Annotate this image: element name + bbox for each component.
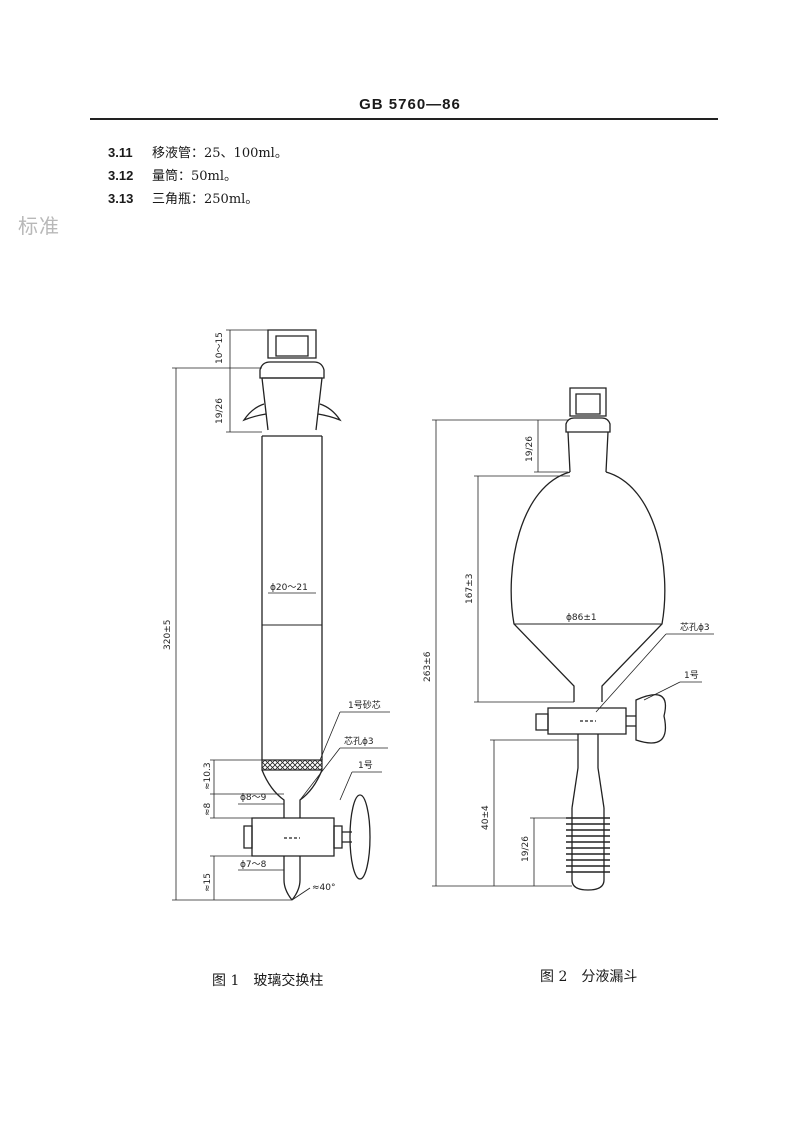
- item-number: 3.12: [108, 168, 134, 183]
- item-number: 3.13: [108, 191, 134, 206]
- dim-263: 263±6: [423, 651, 433, 682]
- dim-167: 167±3: [465, 574, 475, 604]
- figure1-column-drawing: [242, 329, 371, 901]
- standard-code: GB 5760—86: [359, 96, 461, 113]
- list-item: 3.11 移液管：25、100ml。: [108, 142, 288, 161]
- figure2-joint-hatch: [566, 817, 610, 873]
- dim-19-26-lower: 19/26: [521, 836, 531, 862]
- label-sand-core: 1号砂芯: [348, 699, 381, 711]
- dim-19-26: 19/26: [525, 436, 535, 462]
- label-bore: 芯孔ϕ3: [344, 735, 374, 747]
- list-item: 3.12 量筒：50ml。: [108, 165, 237, 184]
- list-item: 3.13 三角瓶：250ml。: [108, 188, 258, 207]
- header-rule: [90, 118, 718, 120]
- figure1-dimension-lines: [172, 329, 390, 901]
- dim-10-15: 10～15: [215, 332, 225, 364]
- dim-19-26: 19/26: [215, 398, 225, 424]
- dim-8: ≈8: [203, 802, 213, 816]
- dim-15: ≈15: [203, 873, 213, 892]
- item-text: 量筒：50ml。: [152, 169, 238, 184]
- figure2-dimension-lines: [432, 419, 714, 887]
- figure2-caption: 图 2 分液漏斗: [540, 969, 638, 985]
- label-no1: 1号: [684, 670, 699, 681]
- item-number: 3.11: [108, 145, 133, 160]
- item-text: 移液管：25、100ml。: [152, 146, 288, 161]
- watermark-stamp: 标准: [18, 214, 60, 238]
- dim-40: 40±4: [481, 805, 491, 830]
- figure2-funnel-drawing: [510, 387, 666, 891]
- label-no1: 1号: [358, 760, 373, 771]
- label-angle: ≈40°: [312, 883, 336, 893]
- sand-core-mesh: [261, 759, 323, 771]
- dim-phi86: ϕ86±1: [566, 613, 597, 623]
- dim-phi8: ϕ8～9: [240, 793, 267, 803]
- figure1-caption: 图 1 玻璃交换柱: [212, 973, 324, 989]
- item-text: 三角瓶：250ml。: [152, 192, 259, 207]
- dim-320: 320±5: [163, 620, 173, 650]
- label-bore: 芯孔ϕ3: [680, 621, 710, 633]
- dim-phi20: ϕ20～21: [270, 583, 308, 593]
- dim-phi7: ϕ7～8: [240, 860, 267, 870]
- dim-10-3: ≈10.3: [203, 762, 213, 790]
